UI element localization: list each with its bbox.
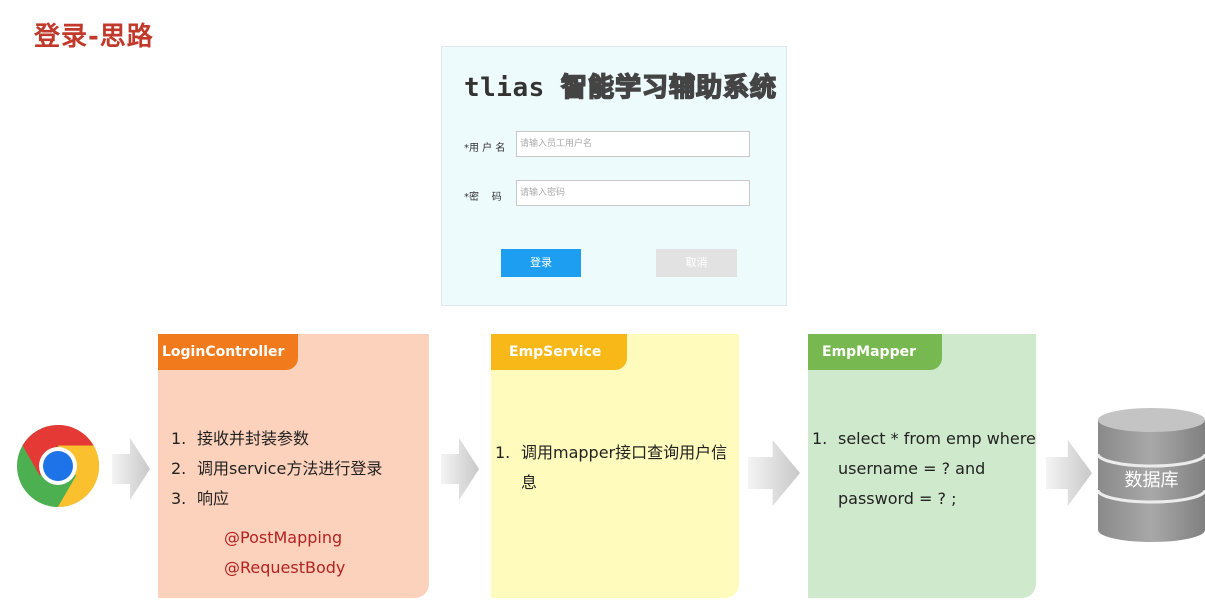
controller-panel: LoginController 1. 接收并封装参数 2. 调用service方法进… bbox=[158, 334, 429, 598]
list-item: 1. 调用mapper接口查询用户信息 bbox=[495, 438, 731, 498]
password-label: *密 码 bbox=[464, 192, 502, 203]
step-number: 3. bbox=[171, 489, 187, 508]
username-input[interactable]: 请输入员工用户名 bbox=[516, 131, 750, 157]
mapper-tab: EmpMapper bbox=[808, 334, 942, 370]
step-text: 调用mapper接口查询用户信息 bbox=[521, 443, 728, 492]
password-input[interactable]: 请输入密码 bbox=[516, 180, 750, 206]
login-form-mockup: tlias 智能学习辅助系统 *用 户 名 请输入员工用户名 *密 码 请输入密… bbox=[441, 46, 787, 306]
right-arrow-icon bbox=[441, 438, 479, 500]
list-item: 1. select * from emp where username = ? a… bbox=[812, 424, 1036, 514]
step-number: 1. bbox=[812, 429, 828, 448]
login-title-cn: 智能学习辅助系统 bbox=[560, 72, 777, 104]
step-text: select * from emp where username = ? and… bbox=[838, 429, 1036, 508]
step-text: 响应 bbox=[197, 489, 230, 508]
database-icon bbox=[1098, 408, 1205, 542]
username-label: *用 户 名 bbox=[464, 143, 506, 154]
mapper-panel: EmpMapper 1. select * from emp where user… bbox=[808, 334, 1036, 598]
login-form-title: tlias 智能学习辅助系统 bbox=[464, 67, 777, 104]
step-number: 2. bbox=[171, 459, 187, 478]
annotation-request-body: @RequestBody bbox=[224, 558, 346, 577]
step-number: 1. bbox=[495, 443, 511, 462]
database-label: 数据库 bbox=[1124, 470, 1179, 491]
list-item: 2. 调用service方法进行登录 bbox=[171, 454, 382, 484]
service-panel: EmpService 1. 调用mapper接口查询用户信息 bbox=[491, 334, 739, 598]
page-title: 登录-思路 bbox=[34, 22, 154, 52]
service-step-list: 1. 调用mapper接口查询用户信息 bbox=[495, 438, 731, 498]
login-button[interactable]: 登录 bbox=[501, 249, 581, 277]
right-arrow-icon bbox=[1046, 440, 1092, 506]
controller-tab: LoginController bbox=[158, 334, 299, 370]
list-item: 1. 接收并封装参数 bbox=[171, 424, 382, 454]
step-number: 1. bbox=[171, 429, 187, 448]
list-item: 3. 响应 bbox=[171, 484, 382, 514]
chrome-icon bbox=[17, 425, 99, 507]
mapper-step-list: 1. select * from emp where username = ? a… bbox=[812, 424, 1036, 514]
annotation-post-mapping: @PostMapping bbox=[224, 528, 343, 547]
login-title-en: tlias bbox=[464, 73, 545, 103]
controller-step-list: 1. 接收并封装参数 2. 调用service方法进行登录 3. 响应 bbox=[171, 424, 382, 514]
step-text: 调用service方法进行登录 bbox=[197, 459, 383, 478]
right-arrow-icon bbox=[748, 440, 800, 506]
right-arrow-icon bbox=[112, 438, 150, 500]
cancel-button[interactable]: 取消 bbox=[656, 249, 737, 277]
step-text: 接收并封装参数 bbox=[197, 429, 310, 448]
service-tab: EmpService bbox=[491, 334, 628, 370]
